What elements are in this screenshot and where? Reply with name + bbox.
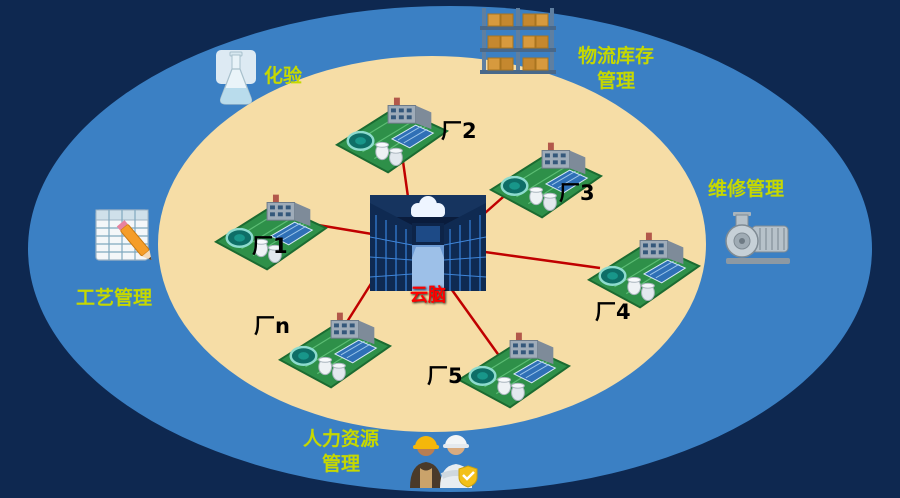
factory-label: 厂1 [252, 234, 288, 258]
factory-label: 厂4 [595, 300, 631, 324]
service-label-lab: 化验 [264, 65, 303, 87]
flask-icon [216, 50, 256, 105]
factory-node-5: 厂5 [427, 330, 573, 410]
cloud-icon [411, 196, 445, 217]
service-label-logistics: 物流库存 管理 [577, 45, 654, 92]
factory-label: 厂5 [427, 364, 463, 388]
factory-icon [455, 330, 573, 410]
spreadsheet-pencil-icon [95, 209, 152, 261]
factory-node-1: 厂1 [212, 192, 330, 272]
cloud-brain-hub [370, 195, 486, 291]
cloud-brain-label: 云脑 [410, 285, 446, 306]
factory-label: 厂n [254, 314, 290, 338]
warehouse-rack-icon [480, 8, 556, 74]
server-room-image [370, 195, 486, 291]
factory-node-3: 厂3 [487, 140, 605, 220]
factory-node-2: 厂2 [333, 95, 477, 175]
factory-label: 厂2 [441, 119, 477, 143]
workers-icon [410, 435, 478, 488]
service-label-process: 工艺管理 [76, 287, 153, 309]
factory-icon [276, 310, 394, 390]
factory-node-4: 厂4 [585, 230, 703, 324]
factory-label: 厂3 [559, 181, 595, 205]
pump-icon [725, 212, 790, 264]
service-label-hr: 人力资源 管理 [302, 428, 379, 475]
factory-icon [333, 95, 451, 175]
service-label-maintenance: 维修管理 [708, 178, 785, 200]
factory-node-n: 厂n [254, 310, 394, 390]
